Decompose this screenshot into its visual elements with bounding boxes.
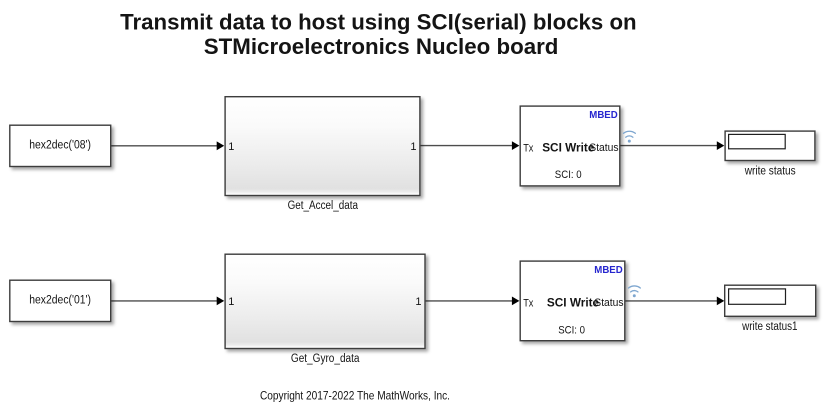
svg-text:1: 1 bbox=[228, 296, 234, 308]
svg-text:Get_Accel_data: Get_Accel_data bbox=[288, 200, 359, 212]
svg-text:Get_Gyro_data: Get_Gyro_data bbox=[291, 353, 360, 365]
svg-text:SCI: 0: SCI: 0 bbox=[558, 325, 585, 337]
svg-text:MBED: MBED bbox=[594, 264, 623, 276]
svg-text:SCI: 0: SCI: 0 bbox=[555, 169, 582, 181]
svg-text:Status: Status bbox=[594, 297, 624, 309]
svg-text:MBED: MBED bbox=[589, 109, 618, 121]
svg-text:Transmit data to host using SC: Transmit data to host using SCI(serial) … bbox=[120, 10, 637, 35]
svg-text:STMicroelectronics Nucleo boar: STMicroelectronics Nucleo board bbox=[204, 34, 559, 59]
svg-text:write status1: write status1 bbox=[741, 321, 797, 333]
svg-text:hex2dec('01'): hex2dec('01') bbox=[29, 295, 91, 307]
svg-text:Copyright 2017-2022 The MathWo: Copyright 2017-2022 The MathWorks, Inc. bbox=[260, 388, 450, 402]
svg-text:Tx: Tx bbox=[523, 142, 534, 154]
svg-text:SCI Write: SCI Write bbox=[547, 296, 600, 310]
svg-text:Tx: Tx bbox=[523, 297, 534, 309]
svg-text:hex2dec('08'): hex2dec('08') bbox=[29, 140, 91, 152]
svg-text:1: 1 bbox=[410, 141, 416, 153]
svg-text:1: 1 bbox=[415, 296, 421, 308]
svg-text:1: 1 bbox=[228, 141, 234, 153]
svg-text:write status: write status bbox=[744, 166, 796, 178]
svg-text:SCI Write: SCI Write bbox=[542, 141, 595, 155]
svg-text:Status: Status bbox=[589, 142, 619, 154]
